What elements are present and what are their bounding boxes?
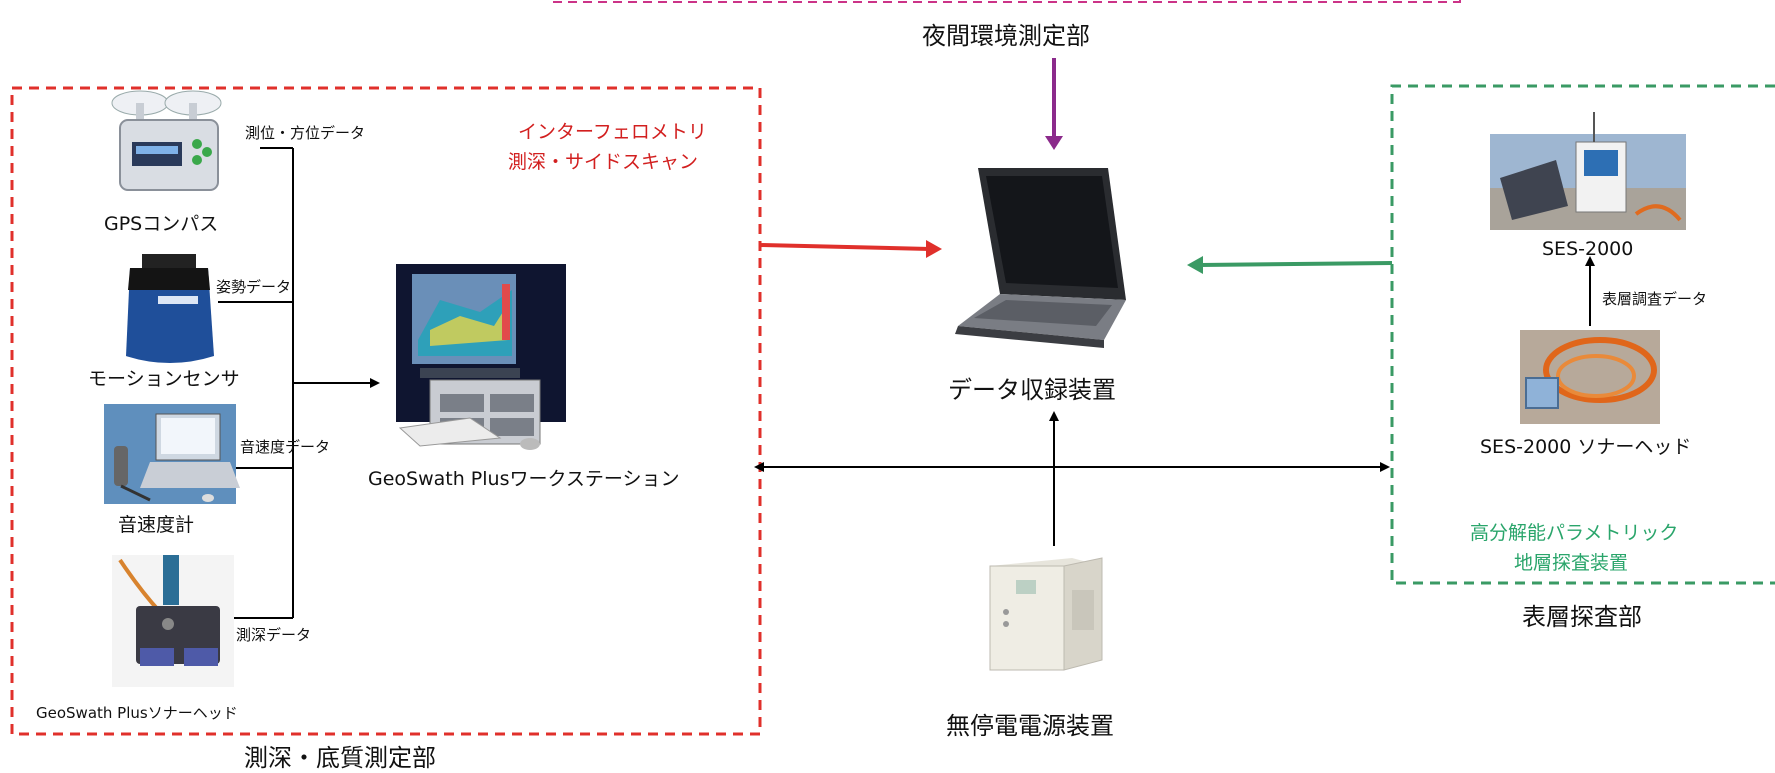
ses-2000-image bbox=[1490, 112, 1686, 230]
data-recorder-label: データ収録装置 bbox=[948, 376, 1116, 404]
right-group-title-line-1: 高分解能パラメトリック bbox=[1470, 522, 1679, 544]
geoswath-sonar-head-label: GeoSwath Plusソナーヘッド bbox=[36, 704, 238, 722]
right-group-frame bbox=[1390, 84, 1775, 585]
ses-2000-label: SES-2000 bbox=[1542, 238, 1634, 260]
bathymetry-data-label: 測深データ bbox=[236, 626, 312, 644]
sound-velocity-meter-image bbox=[104, 404, 240, 504]
red-arrowhead bbox=[926, 240, 942, 258]
ses-2000-sonar-head-image bbox=[1520, 330, 1660, 424]
top-group-frame bbox=[549, 0, 1461, 3]
data-recorder-image bbox=[955, 168, 1126, 348]
left-group-title-line-1: インターフェロメトリ bbox=[518, 121, 707, 143]
left-group-frame bbox=[10, 86, 762, 736]
attitude-data-label: 姿勢データ bbox=[216, 278, 292, 296]
right-group-title-line-2: 地層探査装置 bbox=[1514, 552, 1629, 574]
sensor-bus bbox=[218, 147, 380, 619]
top-arrowhead bbox=[1045, 136, 1063, 150]
right-group-label: 表層探査部 bbox=[1522, 603, 1642, 631]
motion-sensor-image bbox=[126, 254, 214, 363]
geoswath-sonar-head-image bbox=[112, 555, 234, 687]
ups-image bbox=[989, 557, 1103, 671]
red-arrow bbox=[759, 243, 931, 251]
left-group-label: 測深・底質測定部 bbox=[244, 744, 436, 772]
motion-sensor-label: モーションセンサ bbox=[88, 368, 240, 390]
gps-data-label: 測位・方位データ bbox=[245, 124, 366, 142]
top-group-label: 夜間環境測定部 bbox=[922, 22, 1090, 50]
sound-velocity-meter-label: 音速度計 bbox=[118, 514, 195, 536]
ses-2000-sonar-head-label: SES-2000 ソナーヘッド bbox=[1480, 436, 1692, 458]
green-arrow bbox=[1199, 261, 1393, 267]
workstation-label: GeoSwath Plusワークステーション bbox=[368, 468, 680, 490]
left-group-title-line-2: 測深・サイドスキャン bbox=[508, 151, 699, 173]
workstation-image bbox=[396, 264, 566, 450]
ups-label: 無停電電源装置 bbox=[946, 712, 1114, 740]
gps-compass-label: GPSコンパス bbox=[104, 213, 219, 235]
sound-velocity-data-label: 音速度データ bbox=[240, 438, 331, 456]
gps-compass-image bbox=[111, 90, 222, 191]
green-arrowhead bbox=[1187, 256, 1203, 274]
surface-survey-data-label: 表層調査データ bbox=[1602, 290, 1708, 308]
